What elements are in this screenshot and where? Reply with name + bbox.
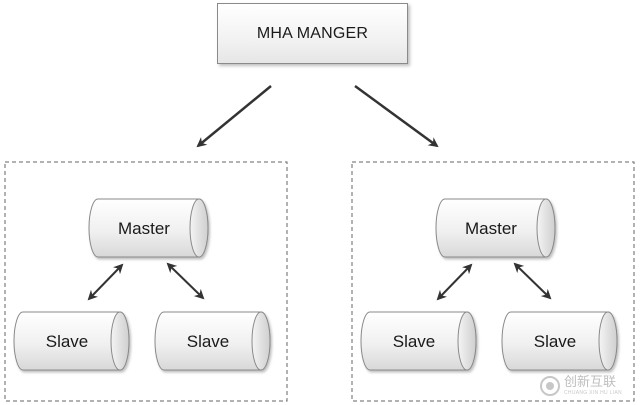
mha-manager-box: MHA MANGER [217, 3, 408, 64]
watermark-logo-icon [540, 376, 560, 396]
mha-manager-label: MHA MANGER [256, 24, 369, 42]
right-master-label: Master [465, 219, 517, 238]
watermark-text: 创新互联 CHUANG XIN HU LIAN [564, 376, 622, 396]
left-slave-2-node [154, 311, 271, 371]
right-slave-2-label: Slave [534, 332, 577, 351]
right-slave-2-node [501, 311, 618, 371]
left-master-node [88, 198, 209, 258]
left-slave-1-node [13, 311, 130, 371]
right-slave-1-node [360, 311, 477, 371]
right-group-container [351, 161, 635, 402]
right-master-node [435, 198, 556, 258]
left-master-label: Master [118, 219, 170, 238]
left-group-container [4, 161, 288, 402]
watermark-logo: 创新互联 CHUANG XIN HU LIAN [540, 370, 638, 402]
watermark-cn-text: 创新互联 [564, 375, 617, 390]
left-master-slave-1-arrow [87, 263, 124, 301]
right-slave-1-label: Slave [393, 332, 436, 351]
left-slave-2-label: Slave [187, 332, 230, 351]
right-master-slave-1-arrow [436, 263, 473, 301]
left-master-slave-2-arrow [166, 262, 205, 300]
right-master-slave-2-arrow [513, 262, 552, 300]
manager-to-left-arrow [196, 85, 272, 148]
watermark-en-text: CHUANG XIN HU LIAN [564, 390, 622, 396]
manager-to-right-arrow [354, 84, 439, 148]
left-slave-1-label: Slave [46, 332, 89, 351]
